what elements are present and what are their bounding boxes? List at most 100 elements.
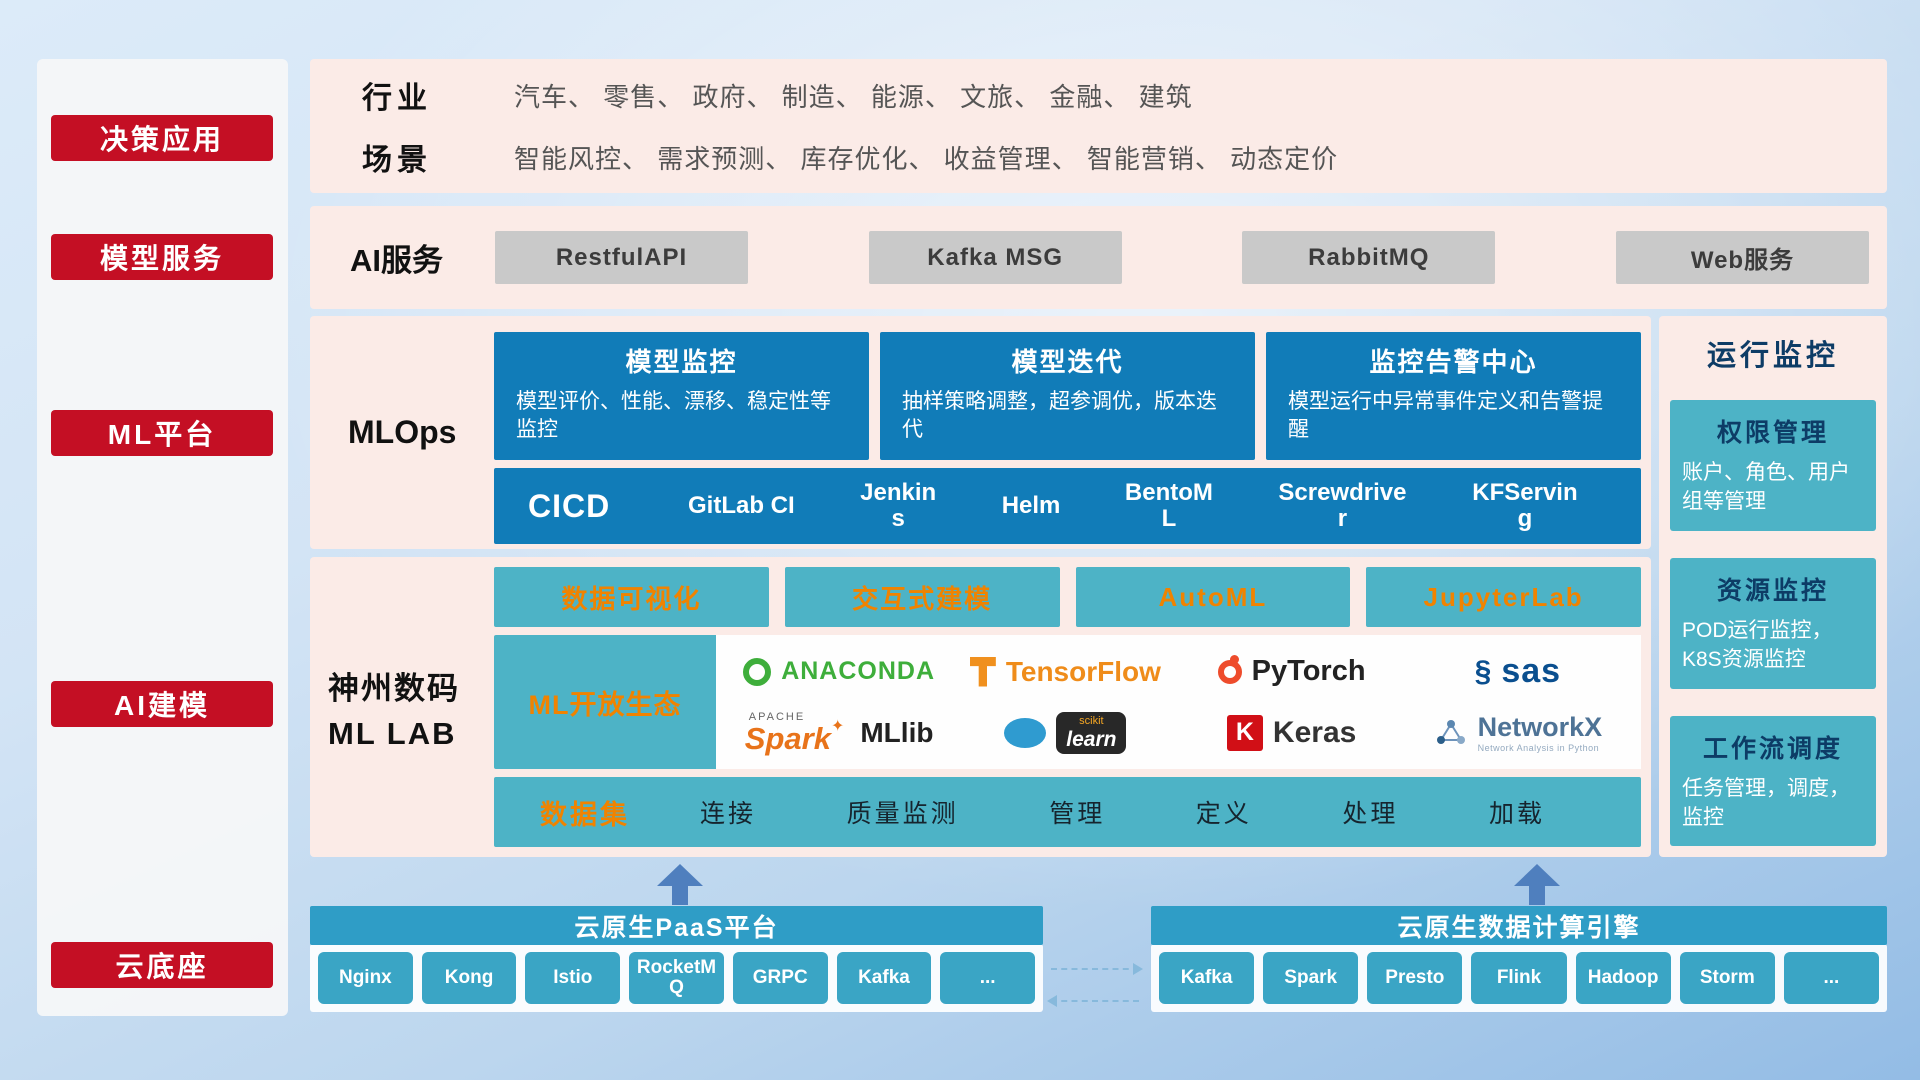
scenario-row: 场景 智能风控、 需求预测、 库存优化、 收益管理、 智能营销、 动态定价 xyxy=(362,135,1887,179)
spark-apache-label: APACHE xyxy=(748,710,806,723)
anaconda-label: ANACONDA xyxy=(781,657,936,685)
scikit-label: scikit xyxy=(1079,714,1104,727)
dashed-arrow-left-icon xyxy=(1047,995,1139,1007)
nginx-chip: Nginx xyxy=(318,952,413,1004)
dashed-arrow-right-icon xyxy=(1051,963,1143,975)
dataset-item-load: 加载 xyxy=(1488,800,1545,828)
tensorflow-icon xyxy=(969,656,996,687)
pytorch-icon xyxy=(1217,654,1242,684)
screwdriver-label: Screwdriver xyxy=(1278,478,1407,532)
spark-label: Spark xyxy=(744,720,831,756)
sas-logo: § sas xyxy=(1405,652,1631,691)
pytorch-logo: PyTorch xyxy=(1179,654,1405,688)
up-arrow-left-icon xyxy=(657,864,703,905)
model-iteration-card: 模型迭代 抽样策略调整，超参调优，版本迭代 xyxy=(880,332,1255,460)
networkx-wordmark: NetworkX Network Analysis in Python xyxy=(1478,712,1603,753)
card-title: 工作流调度 xyxy=(1702,734,1843,763)
istio-chip: Istio xyxy=(525,952,621,1004)
dataset-items: 连接 质量监测 管理 定义 处理 加载 xyxy=(700,794,1595,830)
industry-list: 汽车、 零售、 政府、 制造、 能源、 文旅、 金融、 建筑 xyxy=(514,81,1193,112)
ml-ecosystem-band: ML开放生态 ANACONDA TensorFlow PyTorch § sas… xyxy=(494,635,1641,769)
mllab-panel: 神州数码 ML LAB 数据可视化 交互式建模 AutoML JupyterLa… xyxy=(310,557,1651,857)
mlops-panel: MLOps 模型监控 模型评价、性能、漂移、稳定性等监控 模型迭代 抽样策略调整… xyxy=(310,316,1651,549)
scikit-learn-badge: scikit learn xyxy=(1056,711,1127,754)
cicd-label: CICD xyxy=(528,487,611,524)
more-chip: ... xyxy=(1783,952,1879,1004)
mllab-label-line1: 神州数码 xyxy=(328,670,460,706)
storm-chip: Storm xyxy=(1679,952,1775,1004)
dataset-item-manage: 管理 xyxy=(1049,800,1106,828)
dataset-item-quality: 质量监测 xyxy=(846,800,959,828)
jupyterlab-block: JupyterLab xyxy=(1366,567,1641,627)
card-title: 监控告警中心 xyxy=(1369,347,1538,377)
ecosystem-logos: ANACONDA TensorFlow PyTorch § sas APACHE… xyxy=(716,635,1641,769)
sidebar-item-ml-platform: ML平台 xyxy=(51,410,273,456)
dataset-label: 数据集 xyxy=(540,799,630,830)
scikit-learn-icon xyxy=(1004,717,1047,748)
runtime-monitor-title: 运行监控 xyxy=(1706,340,1839,372)
gitlab-ci-label: GitLab CI xyxy=(688,491,795,519)
card-title: 模型监控 xyxy=(625,347,738,377)
resource-monitor-card: 资源监控 POD运行监控，K8S资源监控 xyxy=(1670,557,1876,689)
scenario-label: 场景 xyxy=(362,144,432,177)
scikit-learn-logo: scikit learn xyxy=(952,711,1178,754)
card-title: 资源监控 xyxy=(1716,576,1829,605)
cicd-tools: GitLab CI Jenkins Helm BentoML Screwdriv… xyxy=(688,478,1607,533)
up-arrow-right-icon xyxy=(1514,864,1560,905)
hadoop-chip: Hadoop xyxy=(1575,952,1671,1004)
interactive-modeling-block: 交互式建模 xyxy=(784,567,1060,627)
engine-chips: Kafka Spark Presto Flink Hadoop Storm ..… xyxy=(1159,952,1879,1004)
kfserving-label: KFServing xyxy=(1472,478,1578,532)
data-visualization-block: 数据可视化 xyxy=(494,567,769,627)
networkx-label: NetworkX xyxy=(1477,711,1603,742)
card-desc: 任务管理，调度，监控 xyxy=(1682,776,1850,829)
alert-center-card: 监控告警中心 模型运行中异常事件定义和告警提醒 xyxy=(1266,332,1641,460)
networkx-subtitle: Network Analysis in Python xyxy=(1477,742,1600,753)
sidebar-rail xyxy=(37,59,288,1016)
paas-platform-bar: 云原生PaaS平台 xyxy=(310,906,1043,945)
card-desc: POD运行监控，K8S资源监控 xyxy=(1682,618,1833,672)
kafka-msg-block: Kafka MSG xyxy=(868,231,1122,284)
workflow-scheduler-card: 工作流调度 任务管理，调度，监控 xyxy=(1670,715,1876,847)
networkx-logo: NetworkX Network Analysis in Python xyxy=(1405,712,1631,753)
mlops-cards: 模型监控 模型评价、性能、漂移、稳定性等监控 模型迭代 抽样策略调整，超参调优，… xyxy=(494,332,1641,460)
tensorflow-logo: TensorFlow xyxy=(952,656,1178,688)
mlops-label: MLOps xyxy=(348,414,457,450)
learn-label: learn xyxy=(1066,727,1117,751)
spark-wordmark: Spark ✦ xyxy=(744,718,845,756)
sas-label: sas xyxy=(1501,652,1562,690)
spark-chip: Spark xyxy=(1263,952,1359,1004)
mllab-label: 神州数码 ML LAB xyxy=(328,557,460,857)
data-engine-bar: 云原生数据计算引擎 xyxy=(1151,906,1887,945)
cicd-bar: CICD GitLab CI Jenkins Helm BentoML Scre… xyxy=(494,468,1641,544)
grpc-chip: GRPC xyxy=(732,952,828,1004)
more-chip: ... xyxy=(940,952,1036,1004)
bentoml-label: BentoML xyxy=(1124,478,1213,532)
sidebar-item-model-service: 模型服务 xyxy=(51,234,273,280)
keras-icon: K xyxy=(1226,714,1263,751)
pytorch-label: PyTorch xyxy=(1251,655,1366,687)
sidebar-item-cloud-base: 云底座 xyxy=(51,942,273,988)
rocketmq-chip: RocketMQ xyxy=(629,952,724,1004)
anaconda-icon xyxy=(743,657,772,686)
automl-block: AutoML xyxy=(1075,567,1351,627)
mllib-label: MLlib xyxy=(860,716,934,748)
model-monitoring-card: 模型监控 模型评价、性能、漂移、稳定性等监控 xyxy=(494,332,869,460)
kafka-chip: Kafka xyxy=(836,952,932,1004)
web-service-block: Web服务 xyxy=(1615,231,1869,284)
card-title: 模型迭代 xyxy=(1011,347,1124,377)
industry-label: 行业 xyxy=(362,82,432,115)
dataset-item-connect: 连接 xyxy=(700,800,757,828)
dataset-row: 数据集 连接 质量监测 管理 定义 处理 加载 xyxy=(494,777,1641,847)
kong-chip: Kong xyxy=(421,952,517,1004)
tensorflow-label: TensorFlow xyxy=(1005,655,1161,687)
spark-star-icon: ✦ xyxy=(830,717,845,735)
restfulapi-block: RestfulAPI xyxy=(495,231,748,284)
keras-logo: K Keras xyxy=(1179,714,1405,751)
flink-chip: Flink xyxy=(1471,952,1567,1004)
sas-icon: § xyxy=(1474,654,1492,688)
industry-panel: 行业 汽车、 零售、 政府、 制造、 能源、 文旅、 金融、 建筑 场景 智能风… xyxy=(310,59,1887,193)
mllab-label-line2: ML LAB xyxy=(328,715,457,751)
anaconda-logo: ANACONDA xyxy=(726,657,952,686)
